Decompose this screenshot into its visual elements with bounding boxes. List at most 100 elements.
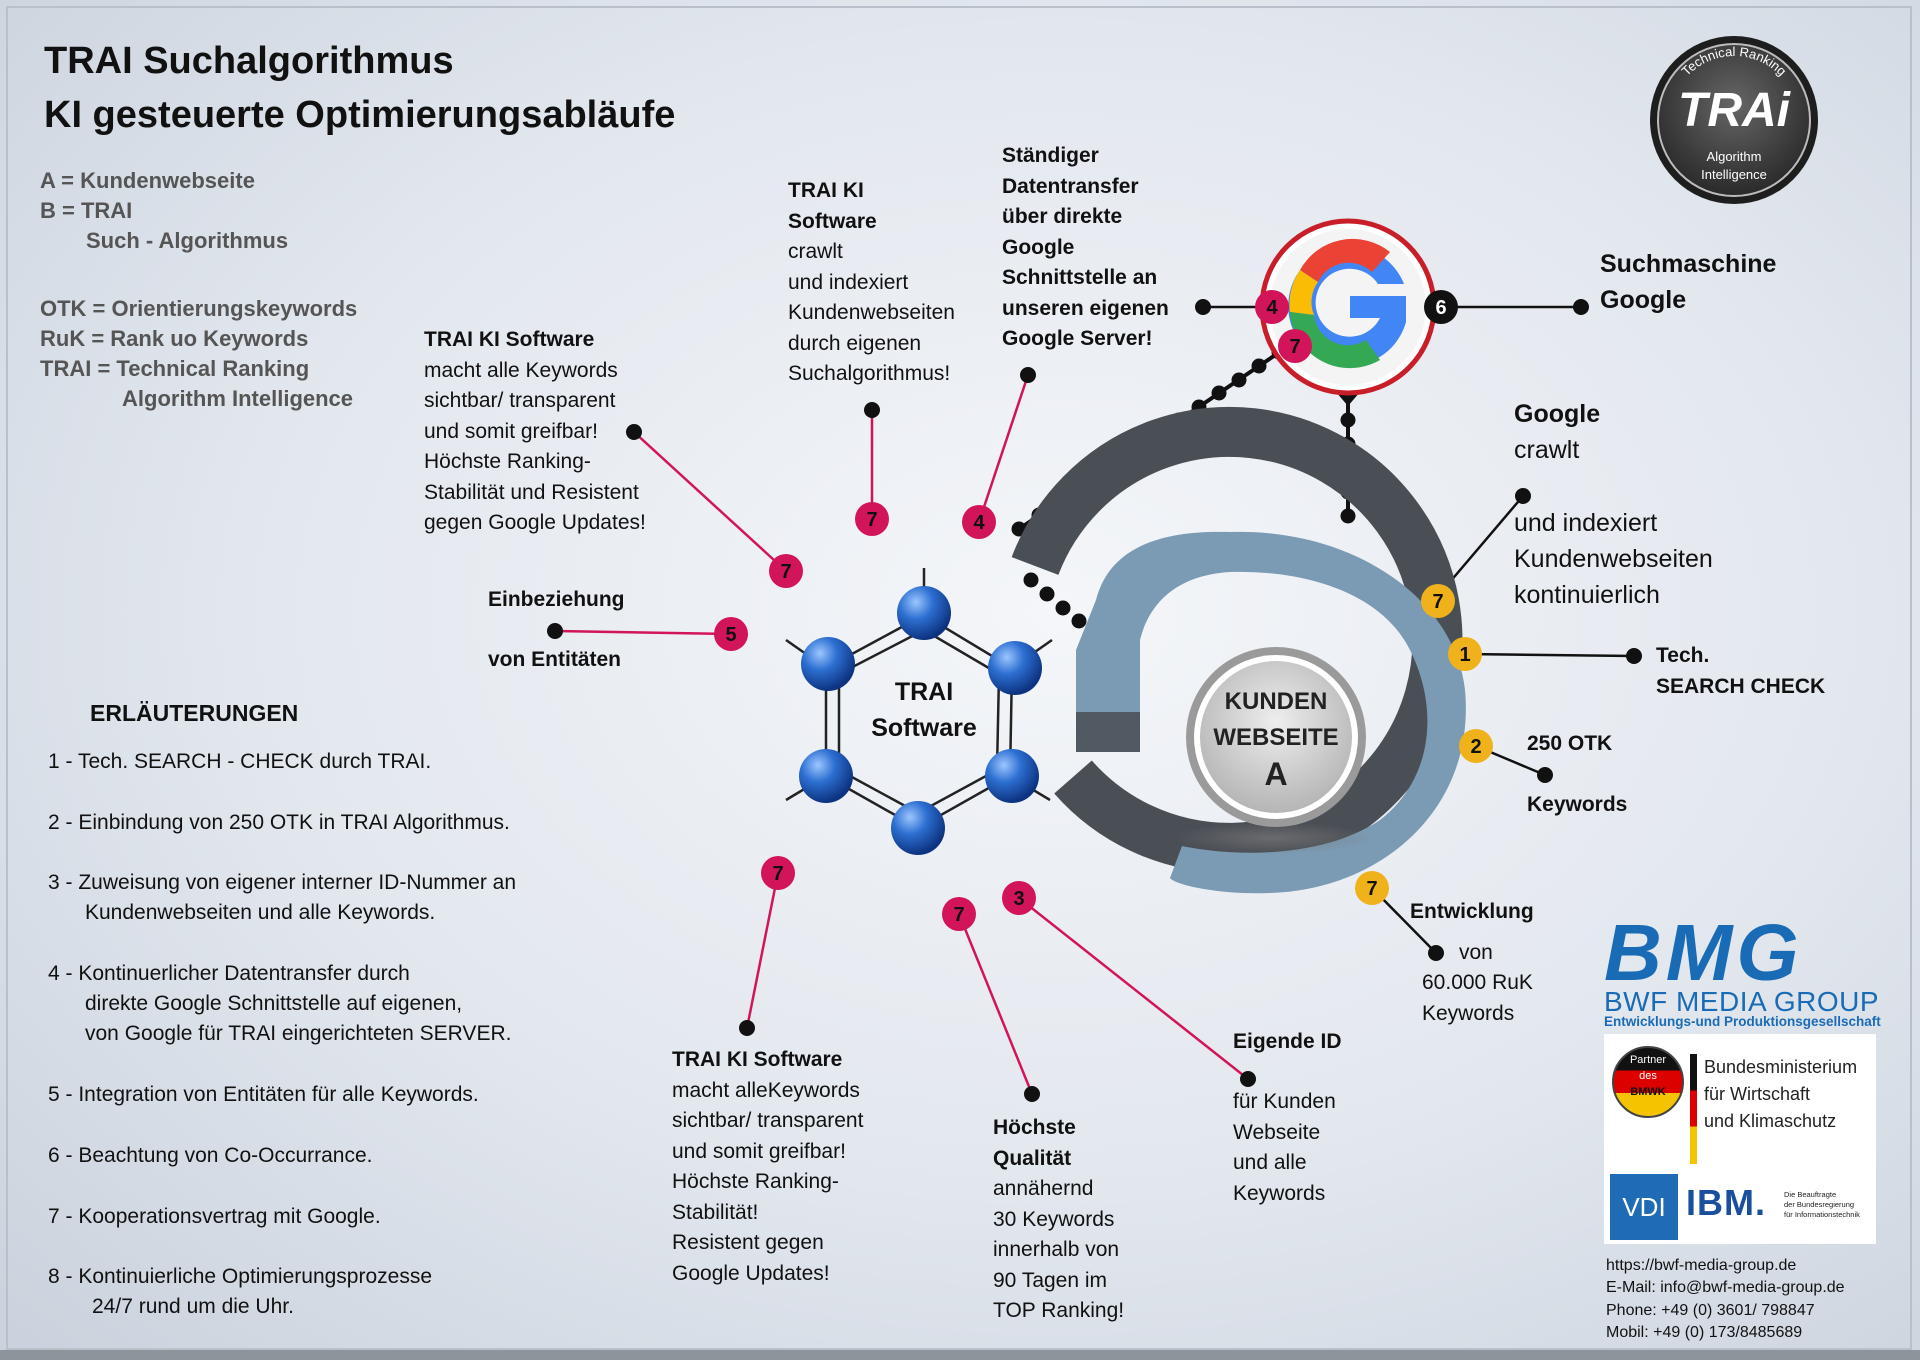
- poster-frame: [6, 6, 1912, 1350]
- explanation-8: 8 - Kontinuierliche Optimierungsprozesse: [48, 1265, 433, 1288]
- endpoint-dot: [1573, 299, 1589, 315]
- label-eigene-id-1: Eigende ID: [1233, 1030, 1342, 1053]
- explanation-4: 4 - Kontinuerlicher Datentransfer durch: [48, 962, 410, 985]
- pointer-triangle: [1336, 392, 1360, 406]
- marker-7-bottom-left: 7: [761, 856, 795, 890]
- svg-text:7: 7: [1366, 878, 1377, 900]
- marker-1: 1: [1448, 637, 1482, 671]
- connector-trai-keywords-bottom: [745, 872, 780, 1029]
- endpoint-dot: [547, 623, 563, 639]
- connector-trai-keywords-top: [633, 431, 787, 572]
- svg-text:4: 4: [1266, 297, 1278, 319]
- contact-email[interactable]: E-Mail: info@bwf-media-group.de: [1606, 1279, 1845, 1296]
- marker-6: 6: [1424, 290, 1458, 324]
- kunden-inner: [1200, 661, 1352, 813]
- legend-trai-detail: Algorithm Intelligence: [122, 386, 354, 411]
- endpoint-dot: [1626, 648, 1642, 664]
- connector-tech-check: [1464, 652, 1635, 658]
- contact-phone: Phone: +49 (0) 3601/ 798847: [1606, 1302, 1815, 1319]
- trai-software-label: TRAI Software: [871, 678, 977, 742]
- contact-mobile: Mobil: +49 (0) 173/8485689: [1606, 1324, 1803, 1341]
- marker-7-top: 7: [855, 502, 889, 536]
- label-eigene-id-2: für Kunden Webseite und alle Keywords: [1233, 1090, 1336, 1205]
- customer-ring: [1076, 531, 1466, 894]
- svg-text:1: 1: [1459, 644, 1470, 666]
- kunden-shadow: [1173, 822, 1373, 854]
- explanations-heading: ERLÄUTERUNGEN: [90, 700, 299, 726]
- svg-text:3: 3: [1013, 888, 1024, 910]
- endpoint-dot: [1240, 1071, 1256, 1087]
- label-otk-2: Keywords: [1527, 793, 1628, 816]
- title-line-1: TRAI Suchalgorithmus: [44, 40, 454, 82]
- legend-ruk: RuK = Rank uo Keywords: [40, 326, 309, 351]
- explanation-4-cont: direkte Google Schnittstelle auf eigenen…: [85, 992, 463, 1015]
- endpoint-dot: [864, 402, 880, 418]
- connector-datentransfer: [977, 374, 1030, 523]
- label-google-index: und indexiert Kundenwebseiten kontinuier…: [1514, 509, 1713, 609]
- endpoint-dot: [739, 1020, 755, 1036]
- marker-3: 3: [1002, 881, 1036, 915]
- legend-b-detail: Such - Algorithmus: [86, 228, 289, 253]
- explanation-8-cont: 24/7 rund um die Uhr.: [92, 1295, 294, 1318]
- legend-otk: OTK = Orientierungskeywords: [40, 296, 358, 321]
- svg-text:7: 7: [1289, 336, 1300, 358]
- svg-text:2: 2: [1470, 736, 1481, 758]
- label-trai-keywords-top: TRAI KI Software macht alle Keywords sic…: [424, 328, 646, 534]
- endpoint-dot: [1428, 945, 1444, 961]
- kunden-webseite-label: KUNDEN WEBSEITE A: [1213, 688, 1339, 792]
- label-tech-check: Tech. SEARCH CHECK: [1656, 644, 1826, 698]
- explanation-6: 6 - Beachtung von Co-Occurrance.: [48, 1144, 373, 1167]
- marker-2: 2: [1459, 729, 1493, 763]
- label-datentransfer: Ständiger Datentransfer über direkte Goo…: [1002, 144, 1169, 350]
- label-qualitaet: Höchste Qualität annähernd 30 Keywords i…: [993, 1116, 1125, 1322]
- endpoint-dot: [1024, 1086, 1040, 1102]
- label-entitaeten-2: von Entitäten: [488, 648, 622, 671]
- endpoint-dot: [626, 424, 642, 440]
- molecule-nodes: [799, 586, 1042, 855]
- explanation-7: 7 - Kooperationsvertrag mit Google.: [48, 1205, 381, 1228]
- google-search-engine-label: Suchmaschine Google: [1600, 250, 1777, 314]
- trai-badge-logo: TRAi: [1678, 84, 1790, 137]
- bmg-company-name: BWF MEDIA GROUP: [1604, 986, 1880, 1017]
- svg-text:7: 7: [866, 509, 877, 531]
- contact-url[interactable]: https://bwf-media-group.de: [1606, 1257, 1797, 1274]
- ministry-label: Bundesministerium für Wirtschaft und Kli…: [1704, 1057, 1858, 1131]
- marker-7-google: 7: [1278, 329, 1312, 363]
- explanation-2: 2 - Einbindung von 250 OTK in TRAI Algor…: [48, 811, 510, 834]
- trai-badge-sub: Algorithm Intelligence: [1701, 149, 1767, 182]
- label-entwicklung-3: 60.000 RuK Keywords: [1422, 971, 1533, 1025]
- svg-text:7: 7: [953, 904, 964, 926]
- svg-text:6: 6: [1435, 297, 1446, 319]
- svg-text:7: 7: [772, 863, 783, 885]
- svg-text:4: 4: [973, 512, 985, 534]
- svg-text:7: 7: [780, 561, 791, 583]
- marker-7-top-left: 7: [769, 554, 803, 588]
- bmg-tagline: Entwicklungs-und Produktionsgesellschaft: [1604, 1014, 1881, 1029]
- chain-beads-diagonal: [1023, 572, 1087, 629]
- endpoint-dot: [1195, 299, 1211, 315]
- connector-qualitaet: [957, 913, 1034, 1095]
- bmg-logo: BMG: [1604, 908, 1803, 997]
- explanation-1: 1 - Tech. SEARCH - CHECK durch TRAI.: [48, 750, 432, 773]
- label-trai-crawl: TRAI KI Software crawlt und indexiert Ku…: [788, 179, 955, 385]
- endpoint-dot: [1515, 488, 1531, 504]
- marker-7-google-crawl: 7: [1421, 584, 1455, 618]
- marker-7-entwicklung: 7: [1355, 871, 1389, 905]
- bottom-bar: [0, 1350, 1920, 1360]
- marker-7-bottom: 7: [942, 897, 976, 931]
- explanation-5: 5 - Integration von Entitäten für alle K…: [48, 1083, 479, 1106]
- endpoint-dot: [1537, 767, 1553, 783]
- marker-4-google: 4: [1255, 290, 1289, 324]
- partner-seal-icon: [1612, 1046, 1684, 1118]
- endpoint-dot: [1020, 367, 1036, 383]
- legend-trai: TRAI = Technical Ranking: [40, 356, 310, 381]
- partner-box: Partner des BMWK Bundesministerium für W…: [1604, 1034, 1876, 1244]
- ibm-logo: IBM.: [1686, 1182, 1766, 1223]
- legend-b: B = TRAI: [40, 198, 133, 223]
- svg-text:5: 5: [725, 624, 736, 646]
- label-entitaeten-1: Einbeziehung: [488, 588, 625, 611]
- title-line-2: KI gesteuerte Optimierungsabläufe: [44, 94, 676, 136]
- beauftragte-label: Die Beauftragte der Bundesregierung für …: [1784, 1190, 1860, 1219]
- flag-bar: [1690, 1054, 1697, 1164]
